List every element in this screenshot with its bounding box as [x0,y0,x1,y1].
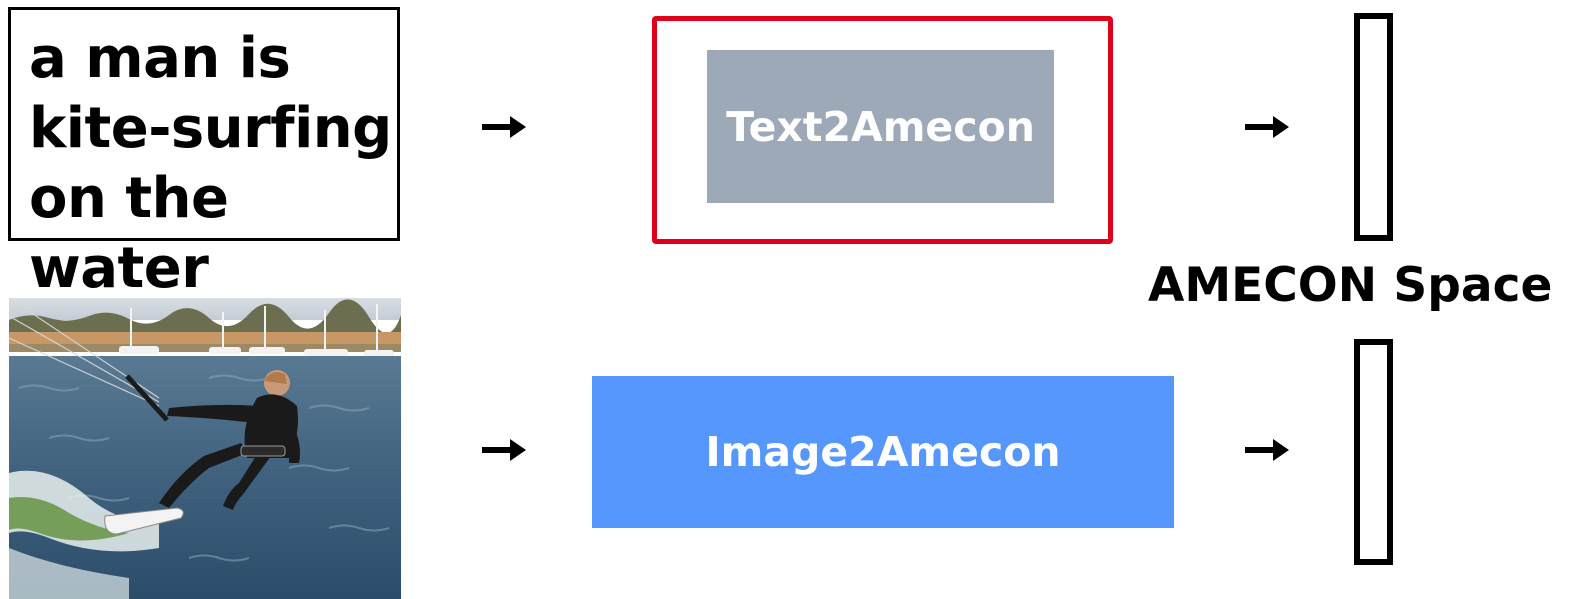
image-encoder-label: Image2Amecon [705,428,1061,476]
text-encoder-block: Text2Amecon [707,50,1054,203]
embedding-space-label: AMECON Space [1148,258,1553,313]
right-arrow-icon [482,437,528,463]
text-encoder-highlight-frame [652,16,1113,244]
text-embedding-vector [1354,13,1393,241]
input-caption-text: a man is kite-surfing on the water [29,26,392,301]
right-arrow-icon [482,114,528,140]
image-encoder-block: Image2Amecon [592,376,1174,528]
input-kitesurfing-photo [9,298,401,599]
image-embedding-vector [1354,339,1393,565]
right-arrow-icon [1245,437,1291,463]
right-arrow-icon [1245,114,1291,140]
text-encoder-label: Text2Amecon [726,102,1035,151]
input-caption-box: a man is kite-surfing on the water [8,7,400,301]
